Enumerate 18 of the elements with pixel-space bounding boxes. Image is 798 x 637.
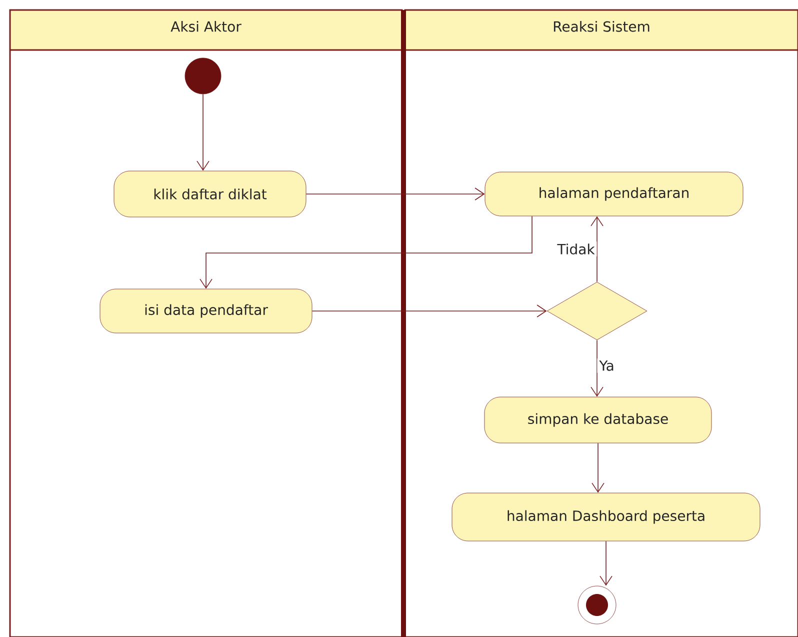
decision-diamond xyxy=(546,282,648,340)
arrow xyxy=(600,540,612,586)
edge-label: Tidak xyxy=(555,242,597,256)
start-node xyxy=(184,58,222,94)
action-box: klik daftar diklat xyxy=(114,170,306,218)
arrow xyxy=(312,304,547,318)
action-box: halaman Dashboard peserta xyxy=(452,492,760,542)
end-node xyxy=(578,586,616,624)
action-box: halaman pendaftaran xyxy=(484,172,744,216)
arrow xyxy=(590,340,604,397)
arrow xyxy=(592,442,604,493)
arrow xyxy=(200,216,532,289)
arrow xyxy=(196,94,210,171)
arrow xyxy=(306,188,485,200)
action-box: simpan ke database xyxy=(484,396,712,444)
action-box: isi data pendaftar xyxy=(100,288,312,334)
arrow xyxy=(590,216,604,282)
edge-label: Ya xyxy=(597,358,616,373)
